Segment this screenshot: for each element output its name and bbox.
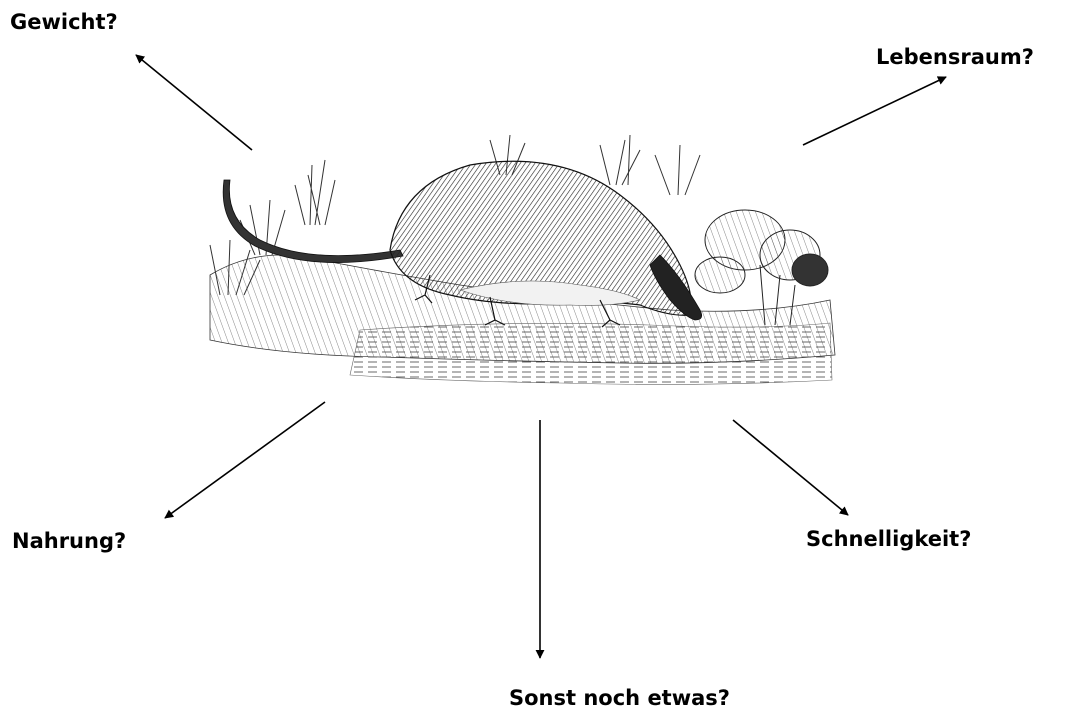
label-habitat: Lebensraum? [876,47,1034,68]
arrow-to-speed [733,420,848,515]
shrew-illustration [200,125,840,395]
label-other: Sonst noch etwas? [509,688,730,709]
label-weight: Gewicht? [10,12,118,33]
water [350,323,832,384]
label-food: Nahrung? [12,531,126,552]
label-speed: Schnelligkeit? [806,529,971,550]
arrow-to-food [165,402,325,518]
